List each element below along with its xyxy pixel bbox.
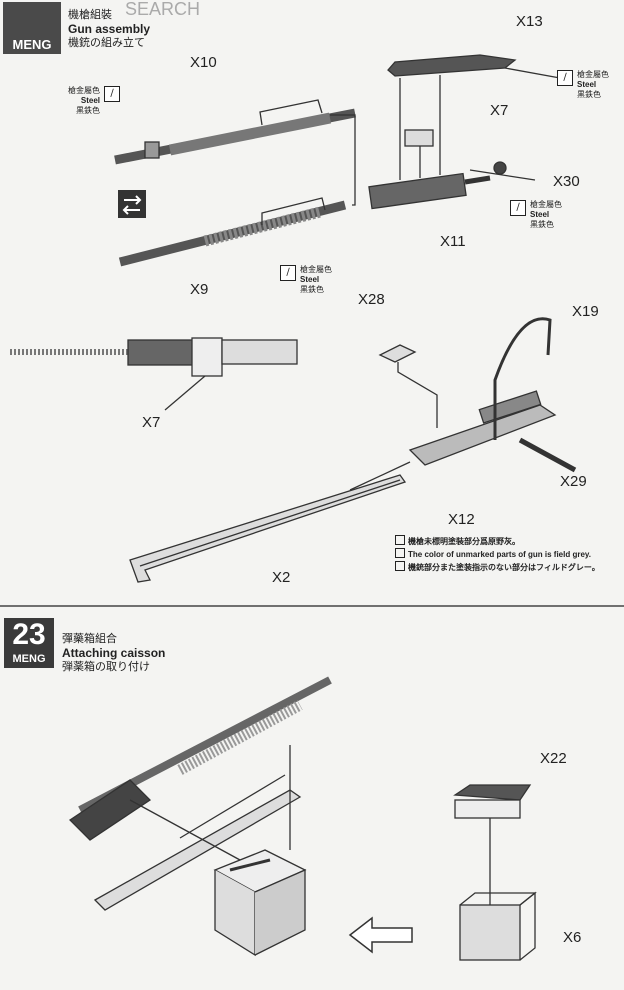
- part-x2-drawing: [129, 474, 407, 583]
- paint-brush-icon: ∕: [510, 200, 526, 216]
- step22-badge: MENG: [3, 2, 61, 54]
- part-x22-drawing: [453, 784, 532, 801]
- part-label-x29: X29: [560, 473, 587, 490]
- part-label-x9: X9: [190, 281, 209, 298]
- part-x10-drawing: [114, 99, 356, 165]
- title-ja: 機銃の組み立て: [68, 36, 145, 49]
- paint-brush-icon: ∕: [104, 86, 120, 102]
- part-x12-drawing: [408, 390, 557, 466]
- part-label-x2: X2: [272, 569, 291, 586]
- part-x13-drawing: [387, 54, 517, 77]
- gun-assembly-drawing: [68, 676, 332, 911]
- title-zh: 機槍組裝: [68, 8, 112, 21]
- part-label-x7: X7: [490, 102, 509, 119]
- step23-title: 彈藥箱組合 Attaching caisson 弾薬箱の取り付け: [62, 632, 165, 674]
- paint-brush-icon: ∕: [280, 265, 296, 281]
- part-label-x30: X30: [553, 173, 580, 190]
- part-x19-drawing: [493, 317, 552, 440]
- ammo-can-drawing: [213, 849, 307, 957]
- direction-arrow-icon: [348, 916, 413, 954]
- part-x6-drawing: [459, 891, 537, 961]
- part-label-x22: X22: [540, 750, 567, 767]
- paint-brush-icon: ∕: [557, 70, 573, 86]
- part-x28-drawing: [378, 344, 417, 363]
- part-label-x13: X13: [516, 13, 543, 30]
- part-label-x11: X11: [440, 233, 466, 250]
- note-en: The color of unmarked parts of gun is fi…: [395, 548, 600, 561]
- meng-logo: MENG: [12, 37, 52, 52]
- title-en: Attaching caisson: [62, 646, 166, 660]
- part-x11-drawing: [368, 161, 507, 210]
- part-receiver-side-drawing: [10, 337, 298, 411]
- title-en: Gun assembly: [68, 22, 151, 36]
- part-label-x12: X12: [448, 511, 475, 528]
- watermark-text: SEARCH: [125, 0, 201, 19]
- part-label-x6: X6: [563, 929, 582, 946]
- part-label-x28: X28: [358, 291, 385, 308]
- step-number: 23: [12, 618, 46, 651]
- part-label-x10: X10: [190, 54, 217, 71]
- title-ja: 弾薬箱の取り付け: [62, 660, 150, 673]
- step22-title: 機槍組裝 Gun assembly 機銃の組み立て: [68, 8, 150, 50]
- part-label-x7-side: X7: [142, 414, 161, 431]
- color-notes: 機槍未標明塗裝部分爲原野灰。 The color of unmarked par…: [395, 535, 600, 574]
- meng-logo: MENG: [12, 653, 46, 665]
- part-x7-drawing: [404, 129, 434, 147]
- note-zh: 機槍未標明塗裝部分爲原野灰。: [395, 535, 600, 548]
- swap-alternative-icon: [118, 190, 146, 218]
- note-ja: 機銃部分また塗装指示のない部分はフィルドグレー。: [395, 561, 600, 574]
- title-zh: 彈藥箱組合: [62, 632, 117, 645]
- part-label-x19: X19: [572, 303, 599, 320]
- part-x9-drawing: [118, 197, 347, 267]
- step23-badge: 23 MENG: [4, 618, 54, 668]
